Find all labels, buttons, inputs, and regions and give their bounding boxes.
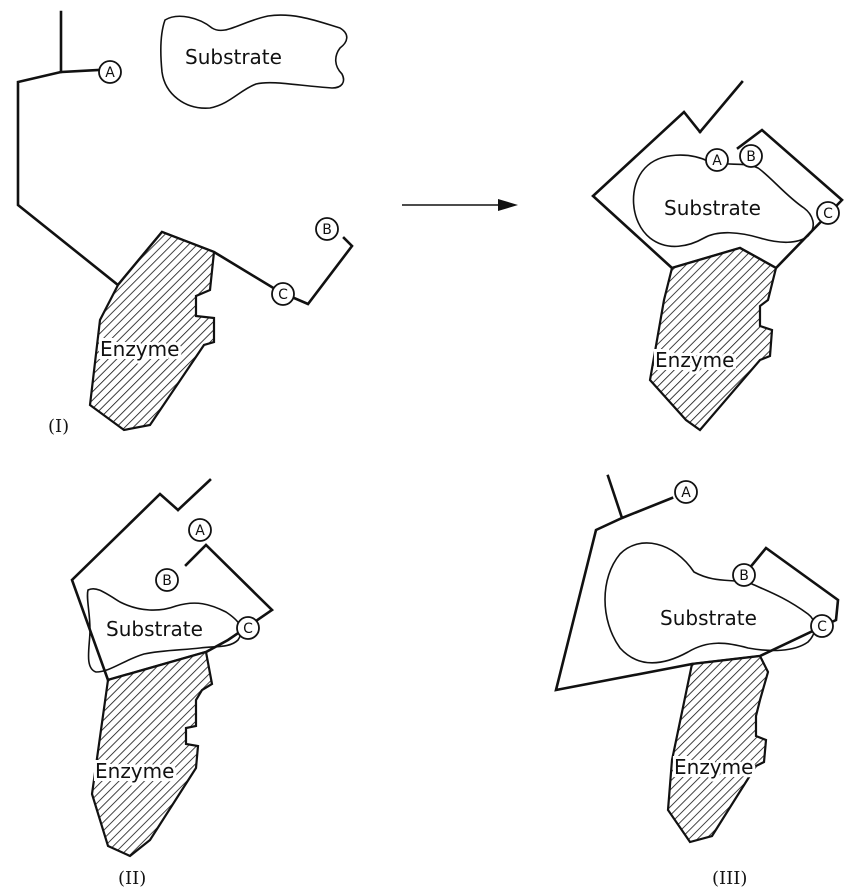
transition-arrow bbox=[402, 199, 518, 211]
site-b-marker-1 bbox=[315, 217, 339, 241]
enzyme-body-2 bbox=[90, 650, 214, 858]
site-a-label-1: A bbox=[105, 65, 115, 81]
substrate-label-2: Substrate bbox=[106, 617, 203, 641]
substrate-label-free: Substrate bbox=[185, 45, 282, 69]
site-c-marker-3 bbox=[810, 614, 834, 638]
panel-1-bound: Substrate Enzyme A B C bbox=[591, 80, 844, 432]
enzyme-label-1: Enzyme bbox=[100, 337, 179, 361]
site-c-marker-2 bbox=[236, 616, 260, 640]
site-a-marker-1 bbox=[98, 60, 122, 84]
site-c-label-1: C bbox=[278, 287, 288, 303]
site-b-marker-2 bbox=[155, 568, 179, 592]
enzyme-body-3 bbox=[666, 654, 770, 844]
panel-caption-2: (II) bbox=[118, 868, 146, 889]
active-site-pocket-bound bbox=[632, 154, 815, 248]
site-a-label-3: A bbox=[681, 485, 691, 501]
site-c-marker-bound bbox=[816, 201, 840, 225]
site-a-label-2: A bbox=[195, 523, 205, 539]
active-site-pocket-3 bbox=[604, 542, 816, 664]
substrate-label-3: Substrate bbox=[660, 606, 757, 630]
site-b-label-bound: B bbox=[746, 149, 756, 165]
site-a-label-bound: A bbox=[712, 153, 722, 169]
enzyme-label-bound: Enzyme bbox=[655, 348, 734, 372]
enzyme-chain-3 bbox=[554, 474, 840, 692]
substrate-label-bound: Substrate bbox=[664, 196, 761, 220]
site-c-label-bound: C bbox=[823, 206, 833, 222]
site-a-marker-3 bbox=[674, 480, 698, 504]
site-b-marker-3 bbox=[732, 563, 756, 587]
enzyme-label-3: Enzyme bbox=[674, 755, 753, 779]
site-b-label-1: B bbox=[322, 222, 332, 238]
substrate-shape-2 bbox=[86, 587, 242, 673]
panel-caption-1: (I) bbox=[48, 416, 69, 437]
site-c-marker-1 bbox=[271, 282, 295, 306]
substrate-shape-free bbox=[159, 14, 348, 109]
panel-3: Substrate Enzyme A B C (III) bbox=[554, 474, 840, 889]
enzyme-label-2: Enzyme bbox=[95, 759, 174, 783]
site-c-label-3: C bbox=[817, 619, 827, 635]
site-b-label-2: B bbox=[162, 573, 172, 589]
site-a-marker-bound bbox=[705, 148, 729, 172]
site-b-marker-bound bbox=[739, 144, 763, 168]
site-a-arm-1 bbox=[59, 68, 100, 74]
enzyme-body-1 bbox=[88, 230, 216, 432]
site-a-marker-2 bbox=[188, 518, 212, 542]
site-b-label-3: B bbox=[739, 568, 749, 584]
panel-1: Substrate Enzyme A B C (I) bbox=[16, 10, 354, 437]
panel-2: Substrate Enzyme A B C (II) bbox=[70, 478, 275, 889]
enzyme-chain-bound bbox=[591, 80, 844, 270]
panel-caption-3: (III) bbox=[712, 868, 747, 889]
enzyme-body-bound bbox=[648, 246, 778, 432]
site-c-label-2: C bbox=[243, 621, 253, 637]
